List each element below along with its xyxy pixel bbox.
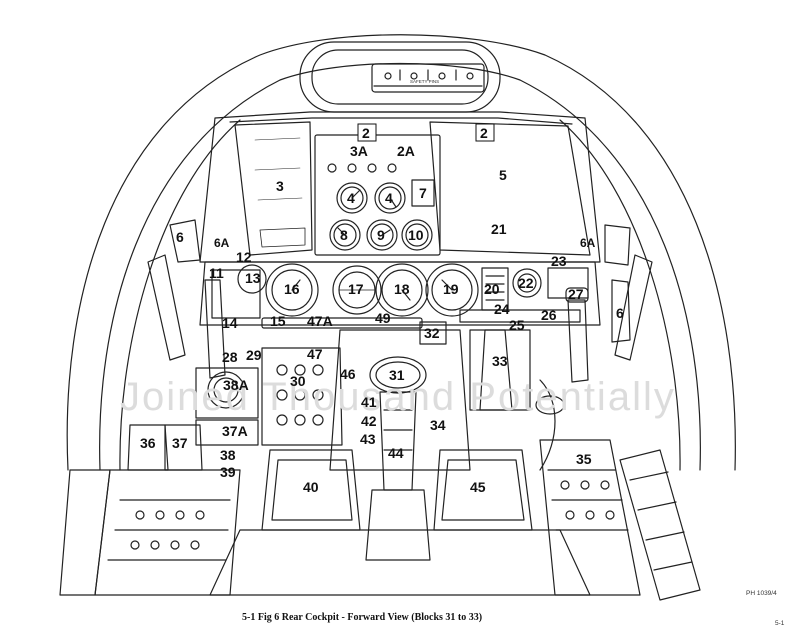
gauge-19: [425, 263, 479, 317]
gauge-22: [512, 268, 542, 298]
canopy-frame: [66, 34, 736, 471]
callout-21: 21: [491, 221, 507, 237]
callout-16: 16: [284, 281, 300, 297]
safety-pins-placard: [371, 63, 485, 93]
page-number: 5-1: [775, 620, 785, 627]
callout-49: 49: [375, 310, 391, 326]
watermark: Joined Thousand Potentially: [120, 375, 676, 419]
gauge-4a: [336, 182, 368, 214]
panel-37a: [195, 419, 259, 446]
callout-10: 10: [408, 227, 424, 243]
panel-38a: [195, 367, 259, 419]
callout-24: 24: [494, 301, 510, 317]
callout-11: 11: [209, 265, 224, 281]
callout-37a: 37A: [222, 423, 248, 439]
callout-6-left: 6: [176, 229, 184, 245]
centre-pedestal: [329, 329, 471, 471]
gauge-9: [366, 219, 398, 251]
callout-47a: 47A: [307, 313, 333, 329]
gauge-16: [265, 263, 319, 317]
callout-43: 43: [360, 431, 376, 447]
gauge-13: [237, 264, 267, 294]
callout-3: 3: [276, 178, 284, 194]
callout-33: 33: [492, 353, 508, 369]
callout-29: 29: [246, 347, 262, 363]
callout-5: 5: [499, 167, 507, 183]
gauge-17: [332, 265, 382, 315]
callout-2-left: 2: [362, 125, 370, 141]
callout-38: 38: [220, 447, 236, 463]
callout-41: 41: [361, 394, 377, 410]
figure-caption: 5-1 Fig 6 Rear Cockpit - Forward View (B…: [242, 612, 482, 623]
callout-37: 37: [172, 435, 188, 451]
callout-2a: 2A: [397, 143, 415, 159]
gauge-8: [329, 219, 361, 251]
right-grab-handle: [611, 279, 631, 343]
callout-9: 9: [377, 227, 385, 243]
callout-44: 44: [388, 445, 404, 461]
lever-27: [567, 299, 589, 383]
callout-31: 31: [389, 367, 405, 383]
panel-30: [261, 347, 343, 446]
callout-6a-left: 6A: [214, 236, 230, 250]
panel-32: [419, 321, 447, 345]
main-instrument-panel: [199, 261, 601, 326]
callout-20: 20: [484, 281, 500, 297]
right-console: [539, 439, 641, 596]
callout-7: 7: [419, 185, 427, 201]
callout-28: 28: [222, 349, 238, 365]
caption-title: Rear Cockpit - Forward View (Blocks 31 t…: [281, 612, 483, 623]
callout-13: 13: [245, 270, 261, 286]
coaming: [199, 111, 601, 263]
callout-30: 30: [290, 373, 306, 389]
callout-18: 18: [394, 281, 410, 297]
callout-6-right: 6: [616, 305, 624, 321]
callout-6a-right: 6A: [580, 236, 596, 250]
gauge-18: [375, 263, 429, 317]
caption-number: 5-1 Fig 6: [242, 612, 280, 623]
callout-45: 45: [470, 479, 486, 495]
callout-34: 34: [430, 417, 446, 433]
callout-2-right: 2: [480, 125, 488, 141]
upper-instrument-panel: [314, 134, 441, 256]
callout-32: 32: [424, 325, 440, 341]
callout-27: 27: [568, 286, 584, 302]
callout-36: 36: [140, 435, 156, 451]
callout-4-left: 4: [347, 190, 355, 206]
callout-4-right: 4: [385, 190, 393, 206]
callout-39: 39: [220, 464, 236, 480]
callout-8: 8: [340, 227, 348, 243]
callout-3a: 3A: [350, 143, 368, 159]
placard-text: SAFETY PINS: [410, 79, 439, 84]
left-screen: [234, 121, 313, 256]
gauge-4b: [374, 182, 406, 214]
callout-17: 17: [348, 281, 364, 297]
callout-23: 23: [551, 253, 567, 269]
callout-14: 14: [222, 315, 238, 331]
left-grab-handle: [204, 279, 226, 379]
callout-15: 15: [270, 313, 286, 329]
right-side-panel: [619, 449, 701, 601]
callout-26: 26: [541, 307, 557, 323]
callout-47: 47: [307, 346, 323, 362]
callout-40: 40: [303, 479, 319, 495]
callout-42: 42: [361, 413, 377, 429]
right-screen: [429, 121, 591, 256]
callout-22: 22: [518, 275, 534, 291]
callout-12: 12: [236, 249, 252, 265]
callout-25: 25: [509, 317, 525, 333]
drawing-code: PH 1039/4: [746, 590, 777, 597]
callout-35: 35: [576, 451, 592, 467]
gauge-7: [411, 179, 435, 207]
callout-38a: 38A: [223, 377, 249, 393]
callout-19: 19: [443, 281, 459, 297]
stick-grip-31: [369, 356, 427, 394]
callout-46: 46: [340, 366, 356, 382]
gauge-10: [401, 219, 433, 251]
